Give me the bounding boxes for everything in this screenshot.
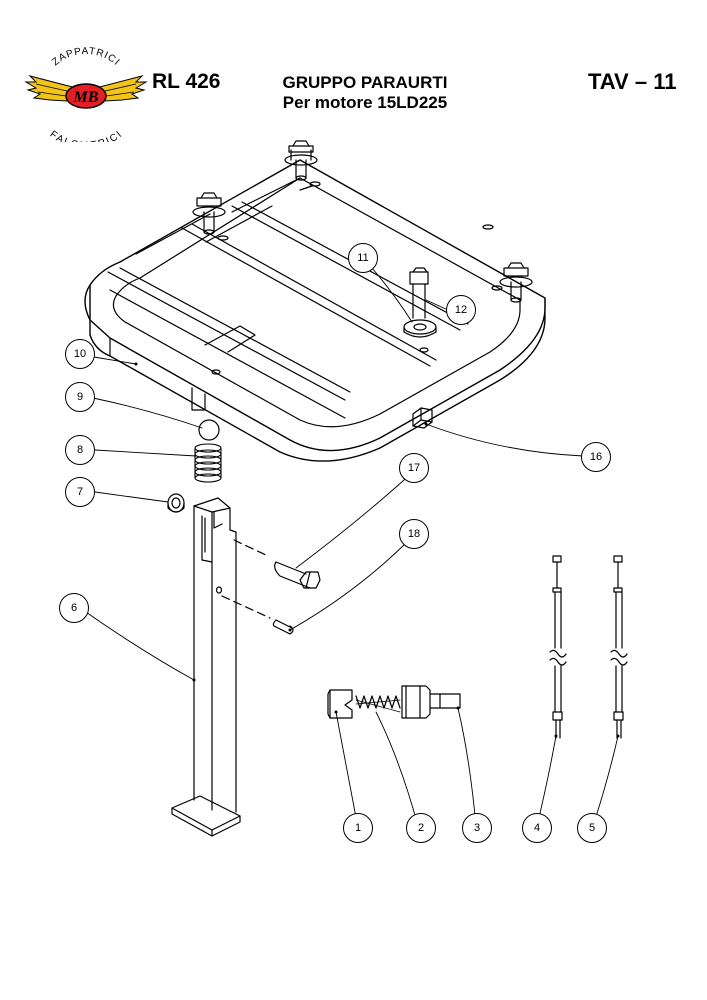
frame-bolts: [192, 140, 533, 375]
callout-11: 11: [348, 243, 378, 273]
engine-line: Per motore 15LD225: [282, 93, 448, 112]
part-17-bolt: [233, 539, 321, 589]
callout-9: 9: [65, 382, 95, 412]
bolt-right: [499, 262, 533, 303]
part-7-nut: [167, 493, 185, 513]
bolt-rear: [284, 140, 318, 181]
callout-5: 5: [577, 813, 607, 843]
mb-logo: MB ZAPPATRICI FALCIATRICI: [24, 46, 148, 142]
callout-10: 10: [65, 339, 95, 369]
part-6-stand: [171, 497, 241, 837]
callout-12: 12: [446, 295, 476, 325]
table-code: TAV – 11: [588, 69, 677, 94]
group-title: GRUPPO PARAURTI: [282, 73, 448, 92]
bolt-left: [192, 192, 226, 235]
callout-1: 1: [343, 813, 373, 843]
part-9-ball: [198, 419, 220, 441]
callout-4: 4: [522, 813, 552, 843]
callout-7: 7: [65, 477, 95, 507]
group-title-block: GRUPPO PARAURTI Per motore 15LD225: [255, 73, 475, 113]
part-18-pin: [221, 595, 294, 635]
bumper-frame: [84, 159, 546, 462]
part-8-spring: [194, 443, 222, 483]
callout-16: 16: [581, 442, 611, 472]
callout-8: 8: [65, 435, 95, 465]
part-16-nut: [412, 407, 433, 429]
leader-lines: [82, 267, 619, 829]
callout-17: 17: [399, 453, 429, 483]
parts-1-2-3-assembly: [327, 685, 461, 719]
leader-dots: [134, 362, 620, 738]
logo-badge-text: MB: [73, 89, 99, 106]
part-11-washer: [403, 319, 437, 353]
part-5-rod: [610, 555, 628, 739]
callout-18: 18: [399, 519, 429, 549]
callout-2: 2: [406, 813, 436, 843]
logo-badge: [65, 83, 107, 109]
part-12-bolt: [409, 267, 429, 319]
part-4-rod: [549, 555, 567, 739]
callout-6: 6: [59, 593, 89, 623]
frame-bracket-stub: [191, 387, 206, 411]
model-code: RL 426: [152, 70, 221, 93]
callout-3: 3: [462, 813, 492, 843]
